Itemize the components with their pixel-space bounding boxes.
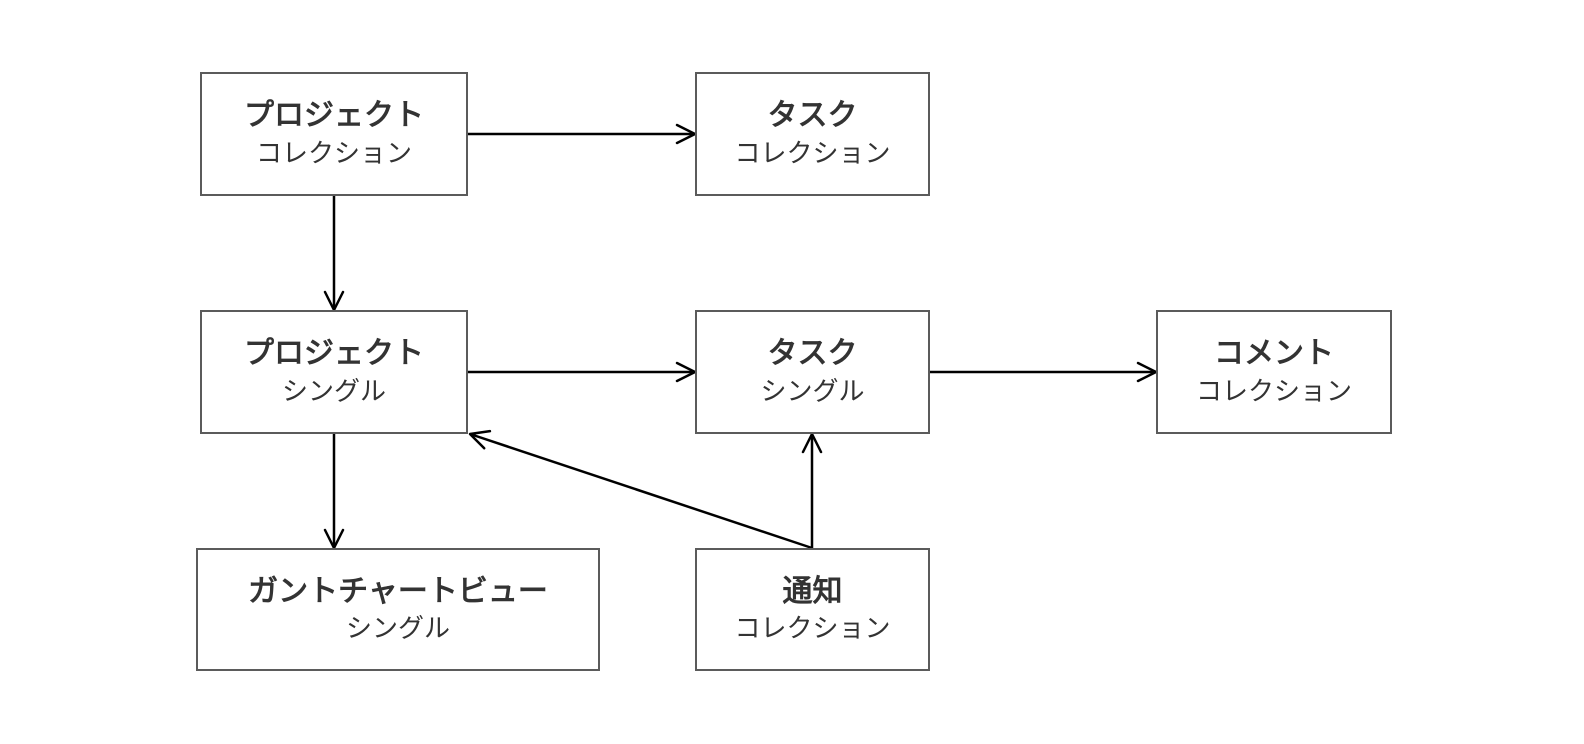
node-task-collection: タスク コレクション bbox=[695, 72, 930, 196]
node-title: タスク bbox=[767, 99, 858, 133]
node-subtitle: シングル bbox=[760, 375, 865, 406]
node-subtitle: コレクション bbox=[734, 613, 891, 644]
node-project-collection: プロジェクト コレクション bbox=[200, 72, 468, 196]
node-subtitle: コレクション bbox=[734, 137, 891, 168]
node-notification-collection: 通知 コレクション bbox=[695, 548, 930, 671]
edge-notification-to-project-single bbox=[468, 429, 813, 550]
node-comment-collection: コメント コレクション bbox=[1156, 310, 1392, 434]
node-subtitle: コレクション bbox=[1195, 375, 1352, 406]
node-project-single: プロジェクト シングル bbox=[200, 310, 468, 434]
node-subtitle: シングル bbox=[281, 375, 386, 406]
node-title: プロジェクト bbox=[244, 337, 424, 371]
node-title: コメント bbox=[1214, 337, 1334, 371]
node-title: 通知 bbox=[782, 574, 843, 608]
node-title: タスク bbox=[767, 337, 858, 371]
node-subtitle: コレクション bbox=[255, 137, 412, 168]
node-subtitle: シングル bbox=[345, 613, 450, 644]
node-task-single: タスク シングル bbox=[695, 310, 930, 434]
node-title: ガントチャートビュー bbox=[248, 574, 548, 608]
node-gantt-chart-view-single: ガントチャートビュー シングル bbox=[196, 548, 600, 671]
node-title: プロジェクト bbox=[244, 99, 424, 133]
